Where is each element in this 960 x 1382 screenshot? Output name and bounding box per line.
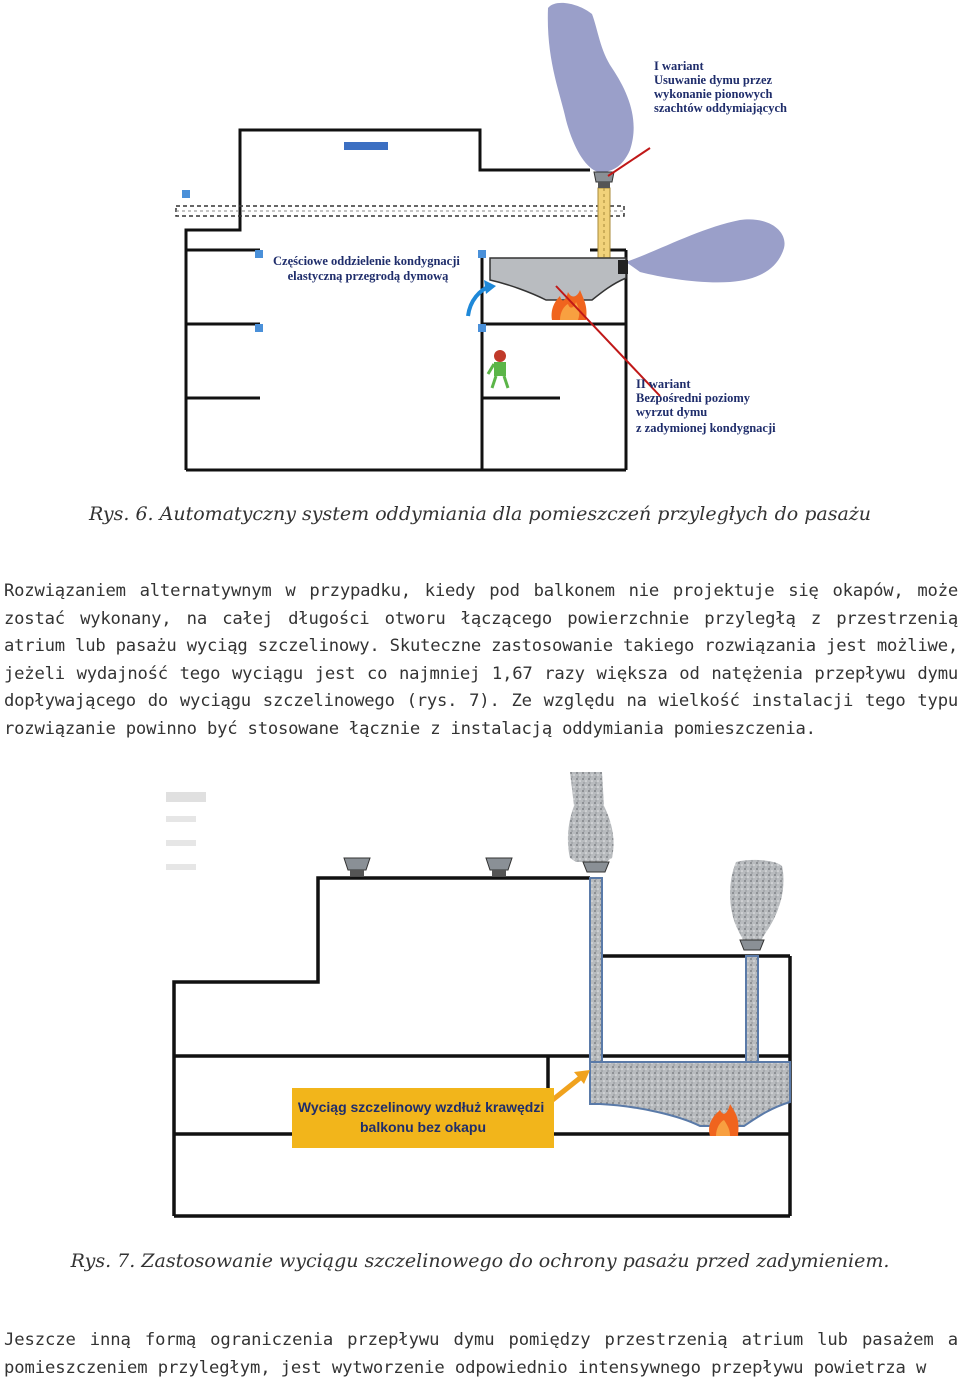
roof-fan-icon: [582, 861, 610, 873]
roof-fan-icon: [485, 857, 513, 876]
figure-2: Wyciąg szczelinowy wzdłuż krawędzi balko…: [0, 766, 960, 1236]
smoke-channel: [589, 1061, 791, 1127]
paragraph-2: Jeszcze inną formą ograniczenia przepływ…: [4, 1330, 958, 1378]
left-edge-marks: [166, 792, 206, 870]
person-icon: [486, 350, 510, 389]
figure-2-caption: Rys. 7. Zastosowanie wyciągu szczelinowe…: [70, 1250, 890, 1272]
smoke-detectors: [182, 190, 486, 332]
arrow-icon: [548, 1070, 590, 1104]
building-outline: [184, 128, 628, 472]
smoke-plume-left: [567, 772, 614, 862]
smoke-plume-right: [730, 859, 784, 942]
smoke-plume-horizontal: [626, 219, 785, 283]
floor-slab: [175, 205, 625, 217]
figure-1: I wariant Usuwanie dymu przez wykonanie …: [0, 0, 960, 480]
leader-line-variant1: [607, 147, 651, 177]
smoke-layer: [489, 257, 627, 301]
paragraph-1: Rozwiązaniem alternatywnym w przypadku, …: [4, 581, 958, 739]
label-slot-extraction: Wyciąg szczelinowy wzdłuż krawędzi balko…: [298, 1099, 548, 1135]
smoke-plume-vertical: [547, 2, 634, 172]
label-partial-separation: Częściowe oddzielenie kondygnacji elasty…: [273, 254, 463, 283]
smoke-shaft: [597, 187, 611, 259]
exhaust-grille: [618, 260, 628, 274]
leader-line-variant2: [555, 285, 661, 397]
roof-fan-icon: [739, 939, 765, 951]
fire-icon: [709, 1104, 739, 1136]
smoke-exhaust-diagram-1: I wariant Usuwanie dymu przez wykonanie …: [175, 2, 787, 472]
slot-extraction-label-box: [292, 1088, 554, 1148]
building-outline-2: [172, 876, 792, 1218]
roof-fan-icon: [343, 857, 371, 876]
label-variant2: II wariant Bezpośredni poziomy wyrzut dy…: [636, 377, 776, 435]
slot-extraction-diagram: Wyciąg szczelinowy wzdłuż krawędzi balko…: [166, 772, 792, 1218]
label-variant1: I wariant Usuwanie dymu przez wykonanie …: [654, 59, 787, 115]
figure-1-caption: Rys. 6. Automatyczny system oddymiania d…: [88, 503, 872, 525]
roof-vent: [344, 142, 388, 150]
airflow-arrow-icon: [466, 280, 496, 317]
